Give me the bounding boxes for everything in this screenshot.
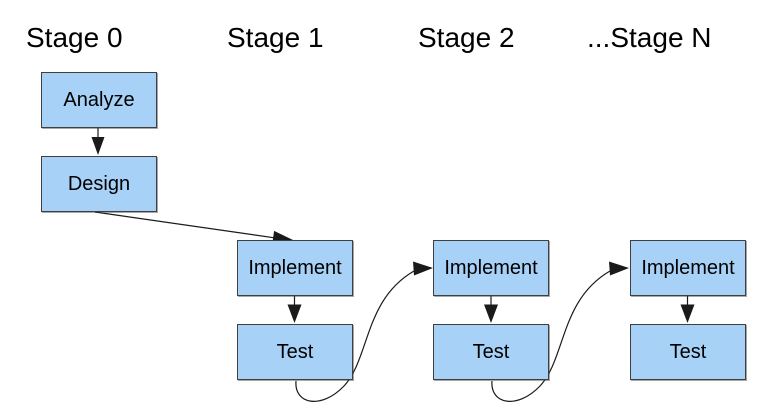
node-analyze: Analyze <box>41 72 157 128</box>
arrow-implementN-to-testN <box>680 296 695 323</box>
node-test-stage1: Test <box>237 324 353 380</box>
stage-n-header: ...Stage N <box>587 22 712 53</box>
node-test-stage1-label: Test <box>276 340 314 363</box>
arrow-test2-to-implementN <box>491 261 629 402</box>
node-design: Design <box>41 156 157 212</box>
node-analyze-label: Analyze <box>63 88 135 111</box>
stage-0-header: Stage 0 <box>26 22 123 53</box>
node-implement-stage2-label: Implement <box>444 256 538 279</box>
node-implement-stage1: Implement <box>237 240 353 296</box>
node-test-stage2-label: Test <box>472 340 510 363</box>
arrow-implement2-to-test2 <box>484 296 498 323</box>
stage-2-header: Stage 2 <box>418 22 515 53</box>
arrow-analyze-to-design <box>91 128 105 155</box>
node-implement-stageN-label: Implement <box>641 256 735 279</box>
stage-1-header: Stage 1 <box>227 22 324 53</box>
node-implement-stage1-label: Implement <box>248 256 342 279</box>
arrow-implement1-to-test1 <box>287 296 302 323</box>
node-design-label: Design <box>67 172 131 195</box>
arrow-design-to-implement1 <box>94 211 293 244</box>
node-implement-stage2: Implement <box>433 240 549 296</box>
arrow-test1-to-implement2 <box>295 261 433 402</box>
node-test-stageN: Test <box>630 324 746 380</box>
node-test-stageN-label: Test <box>669 340 707 363</box>
node-implement-stageN: Implement <box>630 240 746 296</box>
node-test-stage2: Test <box>433 324 549 380</box>
